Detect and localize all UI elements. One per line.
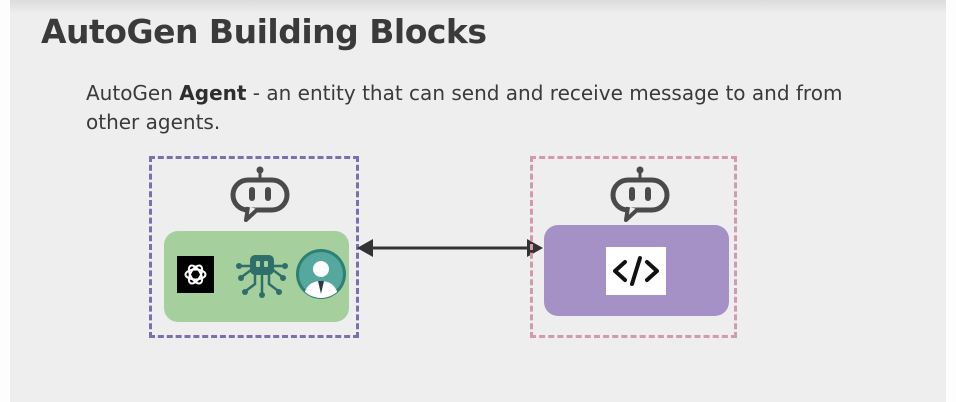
human-user-icon xyxy=(296,249,346,299)
bidirectional-arrow xyxy=(357,239,543,257)
subtitle-bold-term: Agent xyxy=(179,81,247,105)
slide-title: AutoGen Building Blocks xyxy=(41,12,487,51)
subtitle-prefix: AutoGen xyxy=(86,81,180,105)
subtitle-suffix: - an entity that can send and receive me… xyxy=(86,81,843,134)
openai-logo-tile xyxy=(177,256,214,293)
octopus-tool-icon xyxy=(236,255,288,298)
right-agent-boundary xyxy=(530,156,737,338)
top-shade xyxy=(10,0,946,14)
openai-logo-icon xyxy=(184,264,207,285)
robot-icon xyxy=(610,166,670,222)
left-agent-boundary xyxy=(149,156,359,338)
code-icon xyxy=(613,256,659,286)
code-tile xyxy=(606,247,666,295)
slide-subtitle: AutoGen Agent - an entity that can send … xyxy=(86,79,886,137)
robot-icon xyxy=(230,166,290,222)
